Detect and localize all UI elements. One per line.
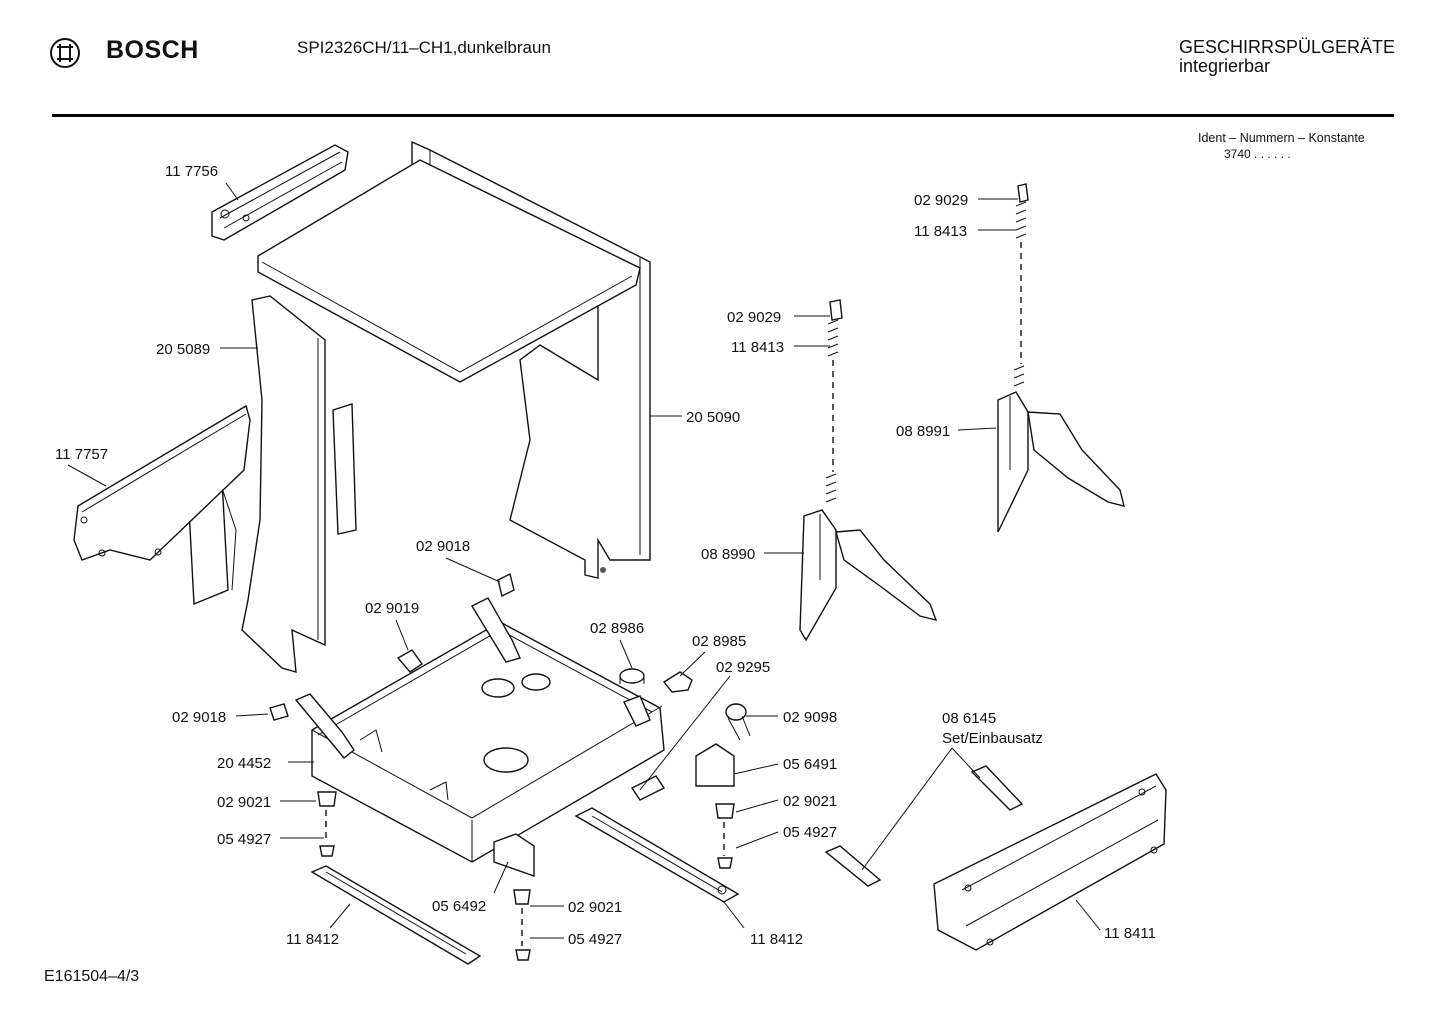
plinth-panel-part [824, 765, 1167, 951]
top-rail-part [211, 144, 349, 241]
label-118413-a: 11 8413 [731, 339, 784, 356]
label-117756: 11 7756 [165, 163, 218, 180]
header-divider [52, 114, 1394, 117]
category-subtitle: integrierbar [1179, 56, 1271, 76]
model-designation: SPI2326CH/11–CH1,dunkelbraun [297, 38, 551, 57]
label-088991: 08 8991 [896, 423, 950, 440]
label-054927-b: 05 4927 [783, 824, 837, 841]
appliance-category: GESCHIRRSPÜLGERÄTE integrierbar [1179, 38, 1395, 76]
label-029295: 02 9295 [716, 659, 770, 676]
door-hinge-right-part [997, 183, 1125, 533]
label-054927-a: 05 4927 [217, 831, 271, 848]
drawing-code: E161504–4/3 [44, 968, 140, 985]
base-tray-part [294, 597, 665, 863]
floor-bracket-parts [310, 807, 740, 965]
label-205090: 20 5090 [686, 409, 740, 426]
door-hinge-left-part [799, 299, 938, 642]
label-029018-a: 02 9018 [416, 538, 470, 555]
label-117757: 11 7757 [55, 446, 108, 463]
label-029098: 02 9098 [783, 709, 837, 726]
part-labels: 11 7756 20 5089 11 7757 20 5090 02 9018 … [55, 163, 1156, 948]
label-056491: 05 6491 [783, 756, 837, 773]
label-set-einbausatz: Set/Einbausatz [942, 730, 1043, 747]
label-029029-a: 02 9029 [727, 309, 781, 326]
side-panel-part [187, 295, 357, 673]
label-118412-b: 11 8412 [750, 931, 803, 948]
label-204452: 20 4452 [217, 755, 271, 772]
label-028986: 02 8986 [590, 620, 644, 637]
label-054927-c: 05 4927 [568, 931, 622, 948]
brand-name: BOSCH [106, 36, 199, 64]
category-title: GESCHIRRSPÜLGERÄTE [1179, 37, 1396, 57]
label-029021-a: 02 9021 [217, 794, 271, 811]
small-clips-parts [269, 572, 751, 877]
label-205089: 20 5089 [156, 341, 210, 358]
label-118411: 11 8411 [1104, 925, 1156, 942]
label-029019: 02 9019 [365, 600, 419, 617]
label-029018-b: 02 9018 [172, 709, 226, 726]
label-056492: 05 6492 [432, 898, 486, 915]
bottom-rail-part [73, 404, 251, 561]
label-088990: 08 8990 [701, 546, 755, 563]
label-029021-b: 02 9021 [783, 793, 837, 810]
leader-lines [67, 182, 1101, 939]
adjustable-feet-parts [317, 791, 735, 961]
label-029021-c: 02 9021 [568, 899, 622, 916]
label-118412-a: 11 8412 [286, 931, 339, 948]
label-118413-b: 11 8413 [914, 223, 967, 240]
label-028985: 02 8985 [692, 633, 746, 650]
bosch-logo-icon [50, 38, 80, 68]
label-086145: 08 6145 [942, 710, 996, 727]
ident-title: Ident – Nummern – Konstante [1198, 131, 1365, 145]
label-029029-b: 02 9029 [914, 192, 968, 209]
worktop-cover-part [257, 140, 651, 579]
ident-value: 3740 . . . . . . [1224, 147, 1291, 161]
